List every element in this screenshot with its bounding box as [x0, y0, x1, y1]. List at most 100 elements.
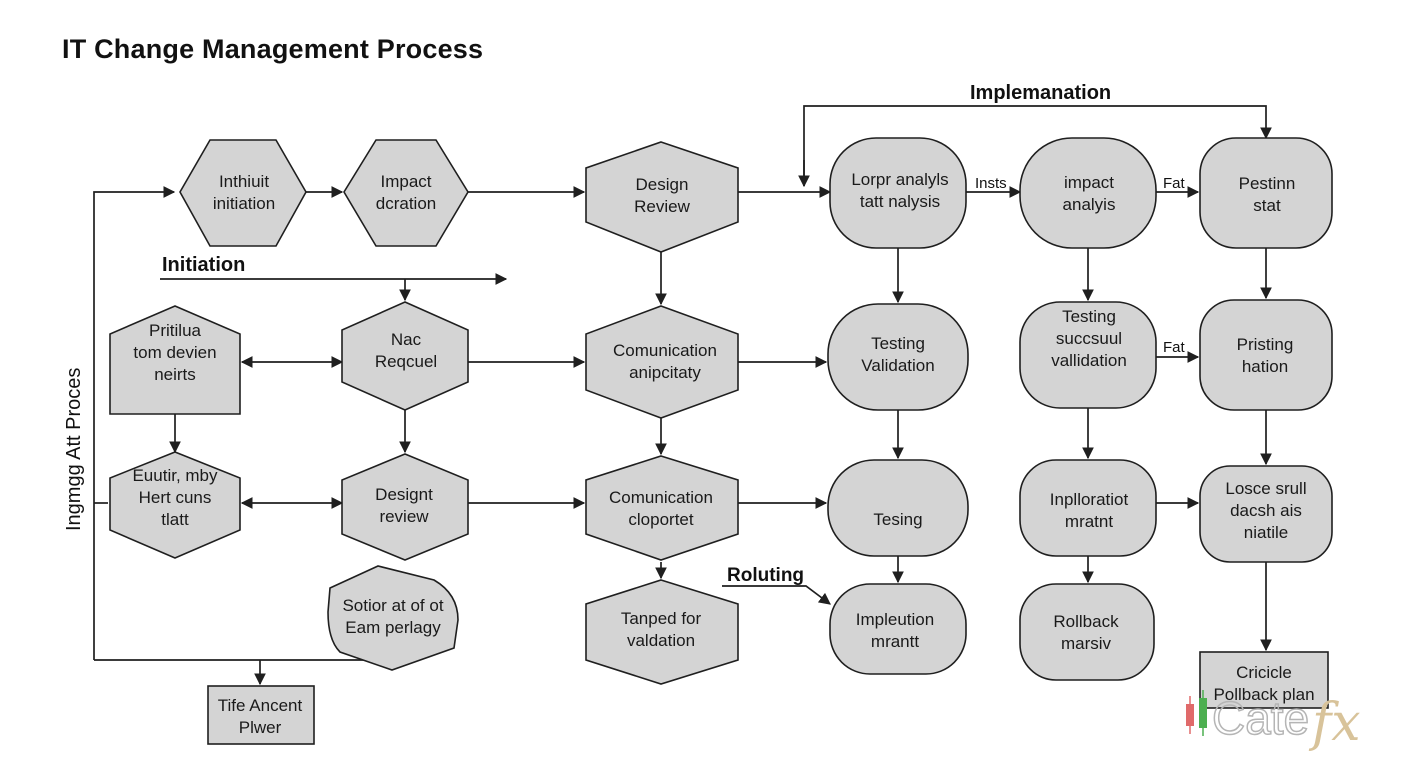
node-n9-line: anipcitaty	[629, 363, 701, 382]
node-n17-line: Inplloratiot	[1050, 490, 1129, 509]
node-n18-line: Losce srull	[1225, 479, 1306, 498]
node-n9-shape	[585, 305, 739, 419]
node-n23-shape	[207, 685, 315, 745]
node-n23-line: Plwer	[239, 718, 282, 737]
edge-left-loop	[93, 186, 176, 660]
node-n11-label: Testing succsuul vallidation	[1051, 307, 1127, 370]
node-n14-line: Designt	[375, 485, 433, 504]
node-n11-line: Testing	[1062, 307, 1116, 326]
node-n20-line: Tanped for	[621, 609, 702, 628]
node-n10-line: Validation	[861, 356, 934, 375]
label-implemanation: Implemanation	[970, 82, 1111, 104]
node-n8-shape	[341, 301, 469, 411]
node-n6-shape	[1199, 137, 1333, 249]
node-n1-line: Inthiuit	[219, 172, 269, 191]
watermark-text: Cate	[1212, 692, 1309, 744]
node-n4-shape	[829, 137, 967, 249]
node-n5-line: impact	[1064, 173, 1114, 192]
node-labels: Inthiuit initiation Impact dcration Design…	[132, 170, 1314, 737]
node-n23-line: Tife Ancent	[218, 696, 303, 715]
label-side-process: Ingmgg Att Proces	[63, 368, 85, 531]
node-n19-line: Sotior at of ot	[342, 596, 443, 615]
node-n24-line: Pollback plan	[1213, 685, 1314, 704]
node-n18-label: Losce srull dacsh ais niatile	[1225, 479, 1306, 542]
node-n24-shape	[1199, 651, 1329, 709]
node-n4-label: Lorpr analyls tatt nalysis	[851, 170, 948, 211]
node-n18-line: dacsh ais	[1230, 501, 1302, 520]
node-n2-shape	[343, 139, 469, 247]
page-title: IT Change Management Process	[62, 34, 484, 64]
node-n21-line: Impleution	[856, 610, 934, 629]
node-n17-line: mratnt	[1065, 512, 1113, 531]
node-n13-shape	[109, 451, 241, 559]
node-n11-shape	[1019, 301, 1157, 409]
node-n16-label: Tesing	[873, 510, 922, 529]
node-n24-line: Cricicle	[1236, 663, 1292, 682]
node-n1-label: Inthiuit initiation	[213, 172, 275, 213]
node-n11-line: succsuul	[1056, 329, 1122, 348]
node-n21-line: mrantt	[871, 632, 919, 651]
node-n4-line: Lorpr analyls	[851, 170, 948, 189]
node-n7-shape	[109, 305, 241, 415]
node-n2-line: Impact	[380, 172, 431, 191]
node-n22-line: Rollback	[1053, 612, 1119, 631]
node-n14-label: Designt review	[375, 485, 433, 526]
node-n6-line: stat	[1253, 196, 1281, 215]
node-n19-line: Eam perlagy	[345, 618, 441, 637]
node-n15-line: Comunication	[609, 488, 713, 507]
node-n18-shape	[1199, 465, 1333, 563]
edge-roluting	[722, 585, 831, 605]
label-fat-2: Fat	[1163, 339, 1186, 356]
node-n1-line: initiation	[213, 194, 275, 213]
candlestick-icon	[1186, 690, 1207, 736]
node-n13-line: tlatt	[161, 510, 189, 529]
edge-implemanation-loop	[803, 105, 1272, 186]
watermark-fx: fx	[1308, 693, 1361, 753]
node-n1-shape	[179, 139, 307, 247]
node-n5-shape	[1019, 137, 1157, 249]
node-shapes	[109, 137, 1333, 745]
node-n8-line: Reqcuel	[375, 352, 437, 371]
node-n21-label: Impleution mrantt	[856, 610, 934, 651]
node-n3-shape	[585, 141, 739, 253]
node-n19-shape	[327, 565, 459, 671]
label-initiation: Initiation	[162, 254, 245, 276]
label-insts: Insts	[975, 175, 1007, 192]
watermark-logo: Cate fx	[1186, 690, 1361, 753]
label-roluting: Roluting	[727, 565, 804, 586]
node-n21-shape	[829, 583, 967, 675]
label-fat-1: Fat	[1163, 175, 1186, 192]
node-n10-shape	[827, 303, 969, 411]
node-n14-line: review	[379, 507, 429, 526]
node-n20-line: valdation	[627, 631, 695, 650]
node-n15-line: cloportet	[628, 510, 693, 529]
node-n7-line: neirts	[154, 365, 196, 384]
node-n22-line: marsiv	[1061, 634, 1112, 653]
node-n22-shape	[1019, 583, 1155, 681]
node-n14-shape	[341, 453, 469, 561]
node-n20-shape	[585, 579, 739, 685]
node-n13-line: Euutir, mby	[132, 466, 218, 485]
node-n12-line: hation	[1242, 357, 1288, 376]
node-n12-line: Pristing	[1237, 335, 1294, 354]
node-n4-line: tatt nalysis	[860, 192, 940, 211]
node-n15-shape	[585, 455, 739, 561]
node-n16-shape	[827, 459, 969, 557]
node-n16-line: Tesing	[873, 510, 922, 529]
node-n2-line: dcration	[376, 194, 436, 213]
node-n7-line: tom devien	[133, 343, 216, 362]
node-n10-line: Testing	[871, 334, 925, 353]
node-n18-line: niatile	[1244, 523, 1288, 542]
node-n11-line: vallidation	[1051, 351, 1127, 370]
node-n15-label: Comunication cloportet	[609, 488, 713, 529]
